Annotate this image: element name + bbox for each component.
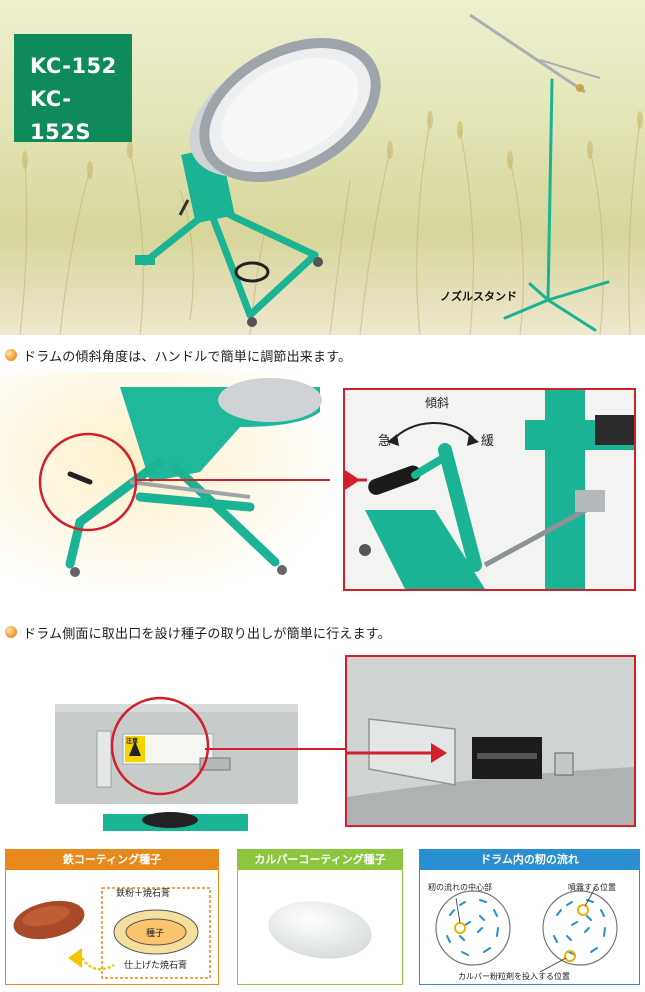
warning-sticker-heading: 注意 (126, 738, 139, 745)
hero-banner: KC-152 KC-152S ノズルスタンド (0, 0, 645, 335)
drum-outlet-photo: 注意 (55, 686, 345, 831)
card-title: カルパーコーティング種子 (238, 850, 402, 870)
tilt-handle-photo (0, 372, 330, 592)
nozzle-stand-label: ノズルスタンド (440, 290, 517, 303)
feature-heading-tilt: ドラムの傾斜角度は、ハンドルで簡単に調節出来ます。 (5, 345, 351, 365)
calper-coating-card: カルパーコーティング種子 (237, 849, 403, 985)
drum-outlet-closeup (345, 655, 636, 827)
orange-bullet-icon (5, 349, 17, 361)
model-name-primary: KC-152 (30, 54, 117, 78)
gentle-label: 緩 (481, 434, 495, 449)
card-title: 鉄コーティング種子 (6, 850, 218, 870)
iron-coating-card: 鉄コーティング種子 鉄粉＋焼石膏 種子 仕上げた焼石膏 (5, 849, 219, 985)
calper-seed-illustration (268, 901, 372, 959)
iron-coating-label-center: 種子 (146, 929, 165, 939)
feature-text: ドラム側面に取出口を設け種子の取り出しが簡単に行えます。 (23, 626, 391, 642)
tilt-label: 傾斜 (425, 396, 450, 410)
drum-flow-diagram (435, 887, 618, 973)
tilt-handle-illustration (0, 372, 330, 592)
iron-coating-label-top: 鉄粉＋焼石膏 (116, 889, 171, 899)
model-name-box: KC-152 KC-152S (14, 34, 132, 144)
drum-flow-card: ドラム内の籾の流れ 籾の流れの中心部 噴霧する位置 カルパー粉粒剤を投入する位置 (419, 849, 640, 985)
handle-closeup-illustration (345, 390, 634, 589)
iron-coating-label-bottom: 仕上げた焼石膏 (124, 961, 188, 971)
feature-heading-outlet: ドラム側面に取出口を設け種子の取り出しが簡単に行えます。 (5, 622, 391, 642)
hero-illustration (19, 13, 643, 335)
iron-coating-illustration (13, 887, 211, 979)
model-name-secondary: KC-152S (30, 87, 91, 144)
spray-position-label: 噴霧する位置 (568, 883, 616, 892)
powder-position-label: カルパー粉粒剤を投入する位置 (458, 972, 570, 981)
flow-center-label: 籾の流れの中心部 (428, 883, 492, 892)
orange-bullet-icon (5, 626, 17, 638)
feature-text: ドラムの傾斜角度は、ハンドルで簡単に調節出来ます。 (23, 349, 352, 365)
outlet-closeup-illustration (347, 657, 634, 825)
drum-outlet-illustration (55, 696, 345, 831)
card-title: ドラム内の籾の流れ (420, 850, 639, 870)
steep-label: 急 (378, 434, 392, 449)
tilt-handle-closeup: 傾斜 急 緩 (343, 388, 636, 591)
